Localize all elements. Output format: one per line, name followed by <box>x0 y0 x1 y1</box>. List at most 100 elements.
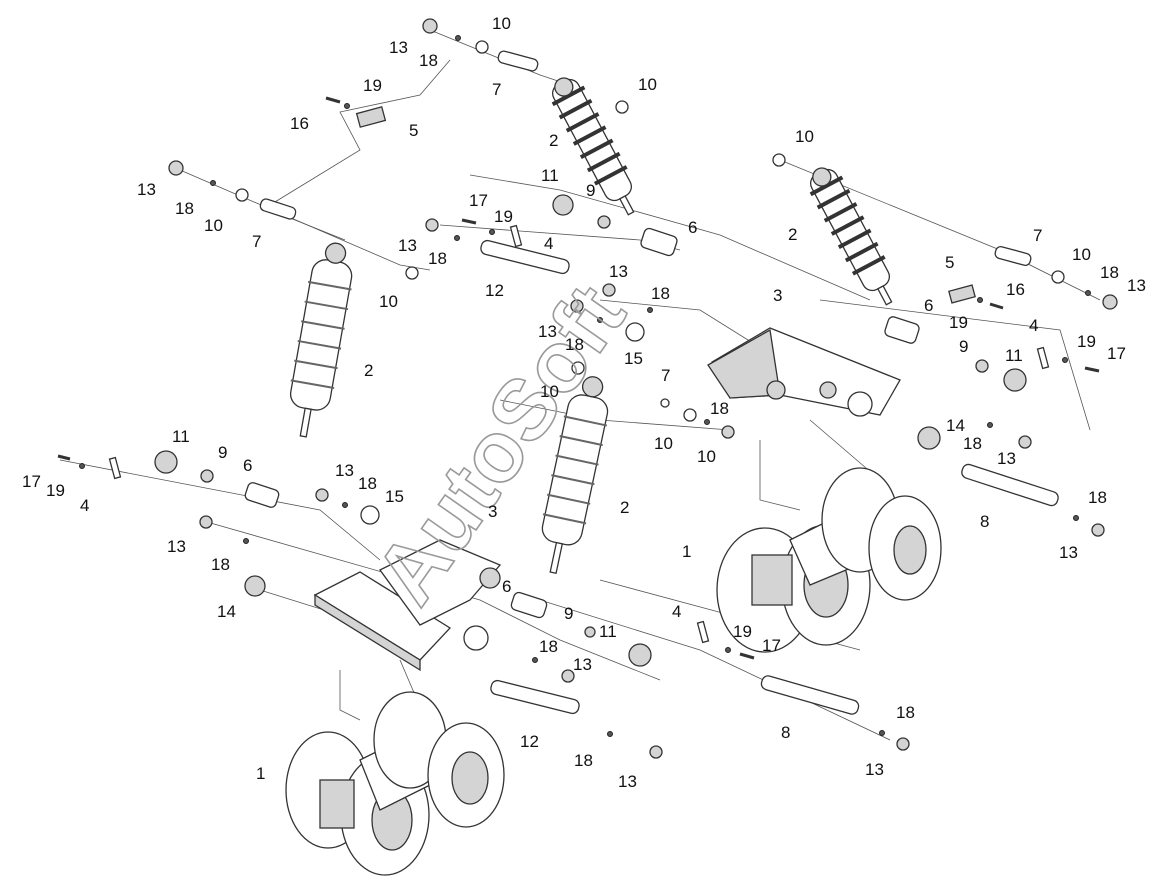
eye-6-left <box>244 482 280 508</box>
callout: 19 <box>363 76 382 95</box>
washer-10-left-b <box>405 266 419 280</box>
hardware-small <box>57 18 1118 759</box>
pin-top-7 <box>497 50 539 72</box>
callout: 18 <box>963 434 982 453</box>
callout: 17 <box>1107 344 1126 363</box>
callout: 13 <box>1127 276 1146 295</box>
bushing-11-left <box>154 450 178 474</box>
bushing-9-right <box>975 359 989 373</box>
callout: 6 <box>502 577 511 596</box>
callout: 18 <box>565 335 584 354</box>
bushing-9-bottom <box>584 626 596 638</box>
plate-5-right <box>948 284 976 304</box>
callout: 10 <box>540 382 559 401</box>
callout: 10 <box>638 75 657 94</box>
nut-13-left <box>168 160 184 176</box>
callout: 18 <box>211 555 230 574</box>
callout: 18 <box>896 703 915 722</box>
callout: 12 <box>485 281 504 300</box>
callout: 11 <box>541 166 559 185</box>
callout: 13 <box>573 655 592 674</box>
callout: 7 <box>492 80 501 99</box>
callout: 9 <box>586 181 595 200</box>
callout: 18 <box>710 399 729 418</box>
callout: 11 <box>172 427 190 446</box>
callout: 19 <box>46 481 65 500</box>
clip-4-bottom <box>696 620 710 644</box>
callout: 11 <box>1005 346 1023 365</box>
shaft-12-top <box>480 239 570 275</box>
eye-6-right <box>884 316 920 344</box>
callout: 11 <box>599 622 617 641</box>
callout: 19 <box>949 313 968 332</box>
callout: 18 <box>428 249 447 268</box>
callout: 17 <box>469 191 488 210</box>
callout: 14 <box>946 416 965 435</box>
bushing-11-bottom <box>628 643 652 667</box>
clip-4-left <box>108 456 122 480</box>
callout: 13 <box>538 322 557 341</box>
callout: 8 <box>781 723 790 742</box>
callout: 10 <box>204 216 223 235</box>
callout: 13 <box>167 537 186 556</box>
washer-19-bottom <box>725 647 731 653</box>
callout: 16 <box>290 114 309 133</box>
callout: 19 <box>1077 332 1096 351</box>
washer-10-right-b <box>1051 270 1065 284</box>
swing-arm-3-upper <box>707 327 901 417</box>
callout: 6 <box>688 218 697 237</box>
callout: 13 <box>137 180 156 199</box>
shock-2-bottom <box>541 376 609 574</box>
bolt-17-bottom <box>739 652 755 660</box>
callout: 2 <box>549 131 558 150</box>
nut-10-mid <box>721 425 735 439</box>
washer-18-bottom-b <box>607 731 613 737</box>
washer-10-a <box>615 100 629 114</box>
callout: 4 <box>1029 316 1038 335</box>
callout: 5 <box>945 253 954 272</box>
callout: 10 <box>1072 245 1091 264</box>
shock-2-left <box>289 242 353 438</box>
washer-10-mid <box>571 361 585 375</box>
nut-13-bottom-c <box>896 737 910 751</box>
callout: 9 <box>959 337 968 356</box>
callout: 9 <box>564 604 573 623</box>
callout: 19 <box>733 622 752 641</box>
swing-arm-3-lower <box>313 539 502 672</box>
callout: 9 <box>218 443 227 462</box>
washer-15-left <box>360 505 380 525</box>
callout: 10 <box>492 14 511 33</box>
callout: 5 <box>409 121 418 140</box>
washer-18-bottom <box>532 657 538 663</box>
callout: 8 <box>980 512 989 531</box>
washer-18-right <box>1085 290 1091 296</box>
callout: 2 <box>788 225 797 244</box>
shaft-12-bottom <box>490 679 580 715</box>
bolt-16-right <box>989 302 1004 310</box>
clip-4-top <box>509 224 523 248</box>
shock-2-top <box>551 77 635 216</box>
callout-labels: 10 13 18 7 10 19 16 5 2 10 13 18 10 7 11… <box>22 14 1146 791</box>
washer-18-mid-d <box>704 419 710 425</box>
shock-2-right <box>809 167 893 306</box>
washer-19-mid <box>489 229 495 235</box>
callout: 4 <box>544 234 553 253</box>
callout: 13 <box>618 772 637 791</box>
washer-18-bottom-c <box>879 730 885 736</box>
washer-19-left <box>79 463 85 469</box>
washer-10-mid-c <box>683 408 697 422</box>
pin-7-left <box>259 198 297 220</box>
callout: 13 <box>1059 543 1078 562</box>
bushing-9-left <box>200 469 214 483</box>
nut-13-left-b <box>315 488 329 502</box>
callout: 13 <box>389 38 408 57</box>
washer-19-right-b <box>1062 357 1068 363</box>
eye-6-top <box>640 227 678 257</box>
bushing-11-top <box>552 194 574 216</box>
callout: 10 <box>379 292 398 311</box>
bushing-9-top <box>597 215 611 229</box>
washer-19-top <box>344 103 350 109</box>
nut-top-13 <box>422 18 438 34</box>
shock-absorbers <box>289 77 893 574</box>
